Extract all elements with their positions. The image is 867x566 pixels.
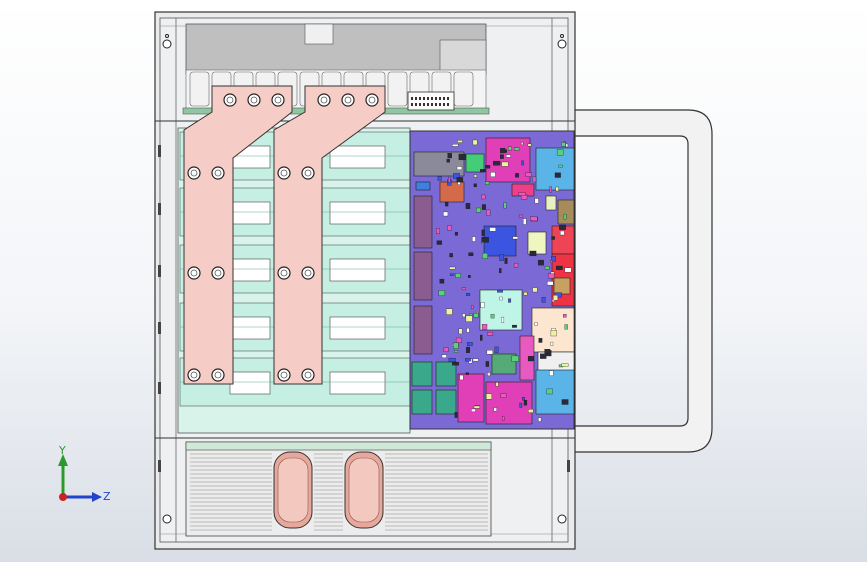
- pcb-component: [479, 289, 523, 331]
- pcb-component: [557, 199, 575, 225]
- busbar-right: [273, 85, 386, 385]
- pcb-component: [413, 151, 465, 177]
- bolt-icon: [211, 266, 225, 280]
- bolt-icon: [341, 93, 355, 107]
- inductor-left: [273, 451, 313, 529]
- triad-y-label: Y: [58, 444, 66, 457]
- frame-screws: [162, 34, 567, 524]
- pcb-component: [519, 335, 535, 381]
- bolt-icon: [301, 266, 315, 280]
- busbar-bolts: [187, 93, 379, 382]
- ribbon-connector: [407, 91, 455, 111]
- pcb-components: [411, 137, 575, 425]
- bolt-icon: [301, 368, 315, 382]
- pcb-component: [413, 251, 433, 301]
- bolt-icon: [211, 368, 225, 382]
- bolt-icon: [365, 93, 379, 107]
- capacitor: [387, 71, 408, 107]
- bolt-icon: [277, 266, 291, 280]
- pcb-component: [439, 181, 465, 203]
- bolt-icon: [271, 93, 285, 107]
- bolt-icon: [187, 166, 201, 180]
- pcb-component: [457, 373, 485, 423]
- capacitor: [453, 71, 474, 107]
- bolt-icon: [277, 166, 291, 180]
- pcb-component: [465, 153, 485, 173]
- bolt-icon: [187, 266, 201, 280]
- pcb-component: [483, 225, 517, 257]
- pcb-component: [535, 147, 575, 191]
- busbar-left: [183, 85, 293, 385]
- pcb-component: [535, 369, 575, 415]
- bolt-icon: [301, 166, 315, 180]
- bolt-icon: [247, 93, 261, 107]
- pcb-component: [411, 389, 433, 415]
- bolt-icon: [187, 368, 201, 382]
- pcb-smd-parts: [436, 139, 572, 422]
- pcb-component: [413, 305, 433, 355]
- pcb-component: [551, 225, 575, 255]
- inductor-right: [344, 451, 384, 529]
- pcb-component: [527, 231, 547, 255]
- bolt-icon: [317, 93, 331, 107]
- pcb-component: [435, 361, 457, 387]
- pcb-component: [415, 181, 431, 191]
- pcb-component: [413, 195, 433, 249]
- pcb-component: [545, 195, 557, 211]
- carry-handle: [569, 109, 713, 453]
- coordinate-axes-icon: Y Z: [58, 444, 111, 503]
- bolt-icon: [223, 93, 237, 107]
- heatsink: [185, 441, 492, 537]
- pcb-component: [491, 353, 517, 375]
- heatsink-fins: [190, 453, 488, 531]
- triad-z-label: Z: [103, 490, 111, 503]
- pcb-component: [435, 389, 457, 415]
- bolt-icon: [211, 166, 225, 180]
- capacitor: [189, 71, 210, 107]
- pcb-component: [411, 361, 433, 387]
- pcb-component: [553, 277, 571, 295]
- bolt-icon: [277, 368, 291, 382]
